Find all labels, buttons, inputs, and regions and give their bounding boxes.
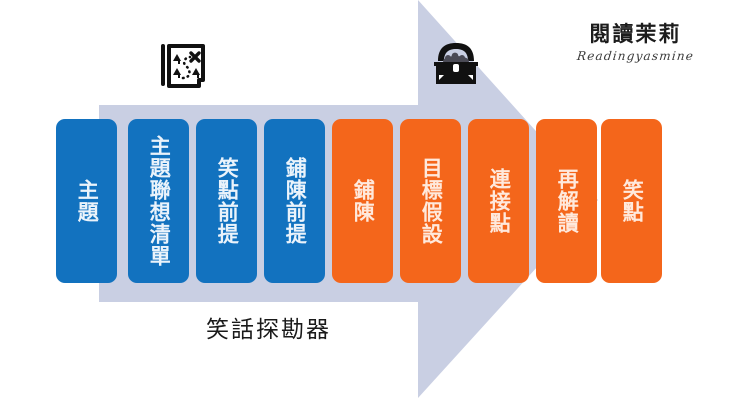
step-box-label: 主題聯想清單: [147, 135, 172, 267]
step-box-label: 鋪陳前提: [283, 157, 308, 245]
step-box-label: 笑點: [620, 179, 645, 223]
step-box-label: 連接點: [487, 168, 512, 234]
step-box-2[interactable]: 主題聯想清單: [128, 119, 189, 283]
step-box-4[interactable]: 鋪陳前提: [264, 119, 325, 283]
step-box-label: 主題: [75, 179, 100, 223]
brand-logo-script: Readingyasmine: [576, 49, 695, 63]
treasure-map-icon: [155, 40, 211, 97]
step-box-label: 鋪陳: [351, 179, 376, 223]
brand-logo: 閱讀茉莉 Readingyasmine: [576, 22, 695, 64]
treasure-chest-icon: [428, 40, 484, 93]
step-box-9[interactable]: 笑點: [601, 119, 662, 283]
step-box-1[interactable]: 主題: [56, 119, 117, 283]
step-box-5[interactable]: 鋪陳: [332, 119, 393, 283]
step-box-3[interactable]: 笑點前提: [196, 119, 257, 283]
step-box-label: 笑點前提: [215, 157, 240, 245]
diagram-caption: 笑話探勘器: [206, 317, 331, 343]
step-box-7[interactable]: 連接點: [468, 119, 529, 283]
step-box-8[interactable]: 再解讀: [536, 119, 597, 283]
step-box-6[interactable]: 目標假設: [400, 119, 461, 283]
step-box-label: 目標假設: [419, 157, 444, 245]
step-box-label: 再解讀: [555, 168, 580, 234]
brand-logo-cjk: 閱讀茉莉: [589, 22, 682, 46]
